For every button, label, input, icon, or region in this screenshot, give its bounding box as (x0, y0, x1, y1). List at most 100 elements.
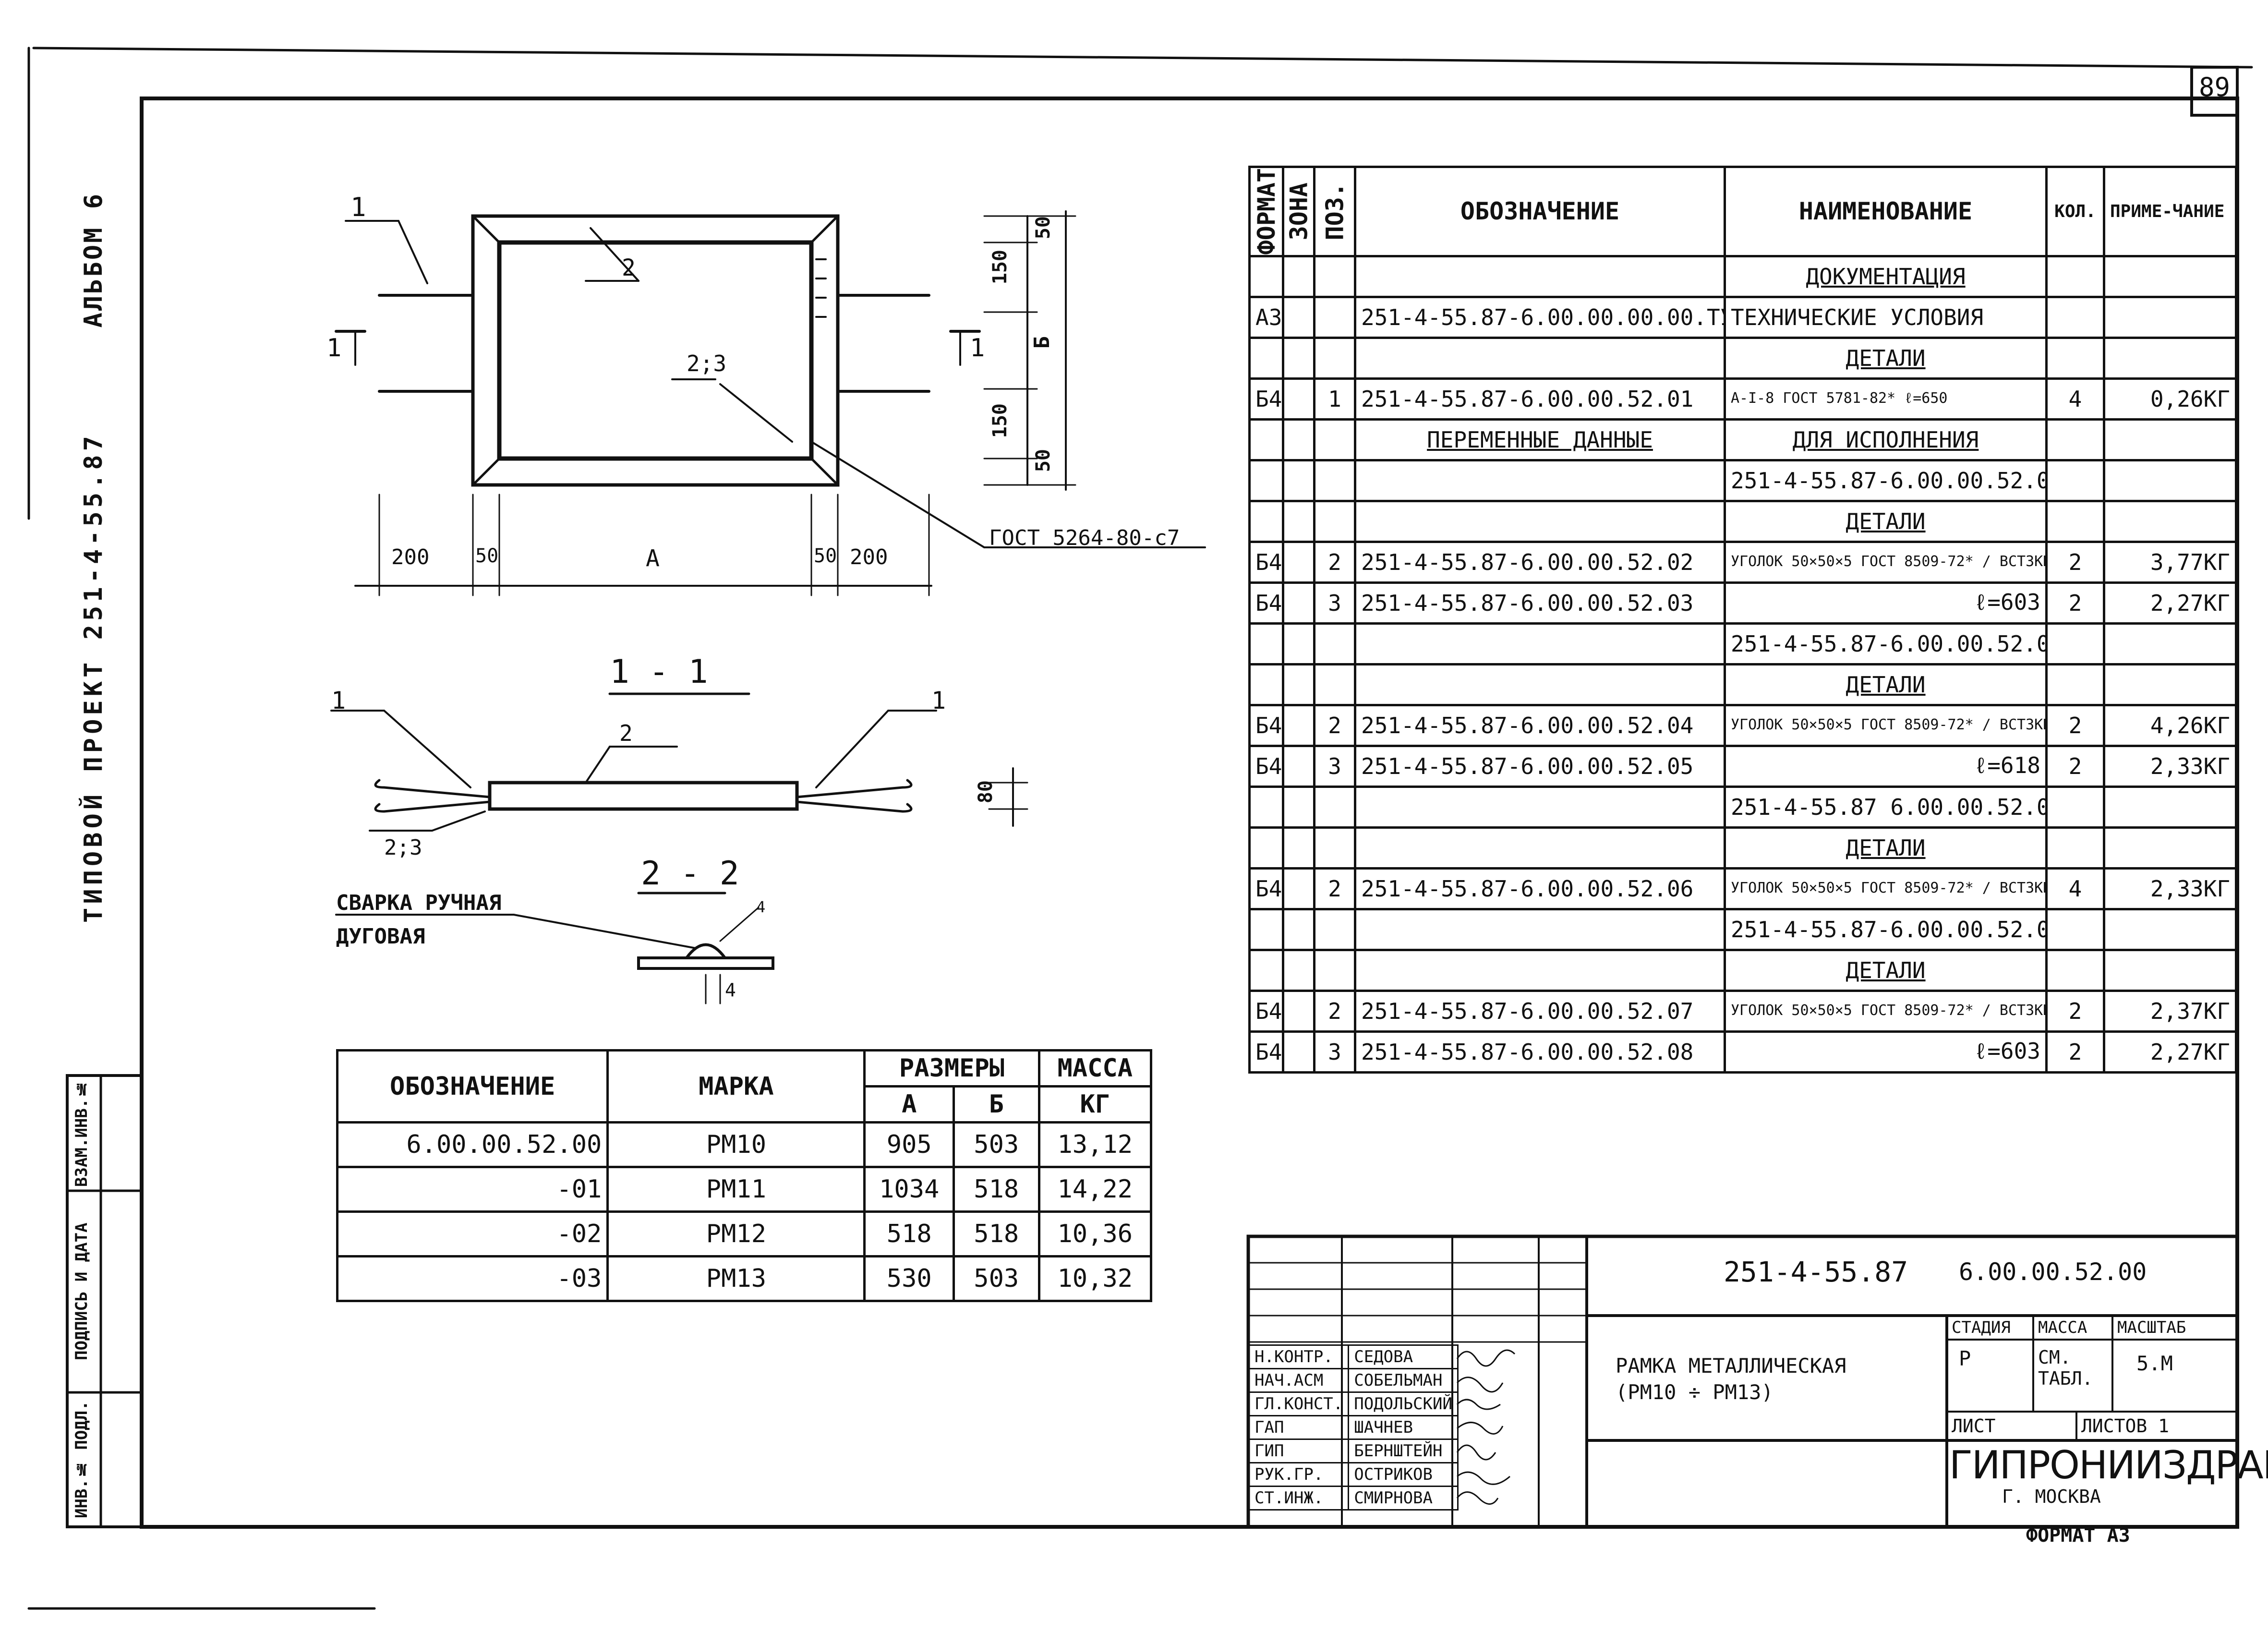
mark-size-b: 503 (952, 1121, 1040, 1168)
mark-code: РМ12 (606, 1210, 866, 1257)
spec-designation: 251-4-55.87-6.00.00.52.04 (1354, 703, 1726, 747)
spec-pos (1313, 295, 1356, 339)
spec-format (1248, 826, 1284, 870)
approval-name: БЕРНШТЕЙН (1348, 1438, 1459, 1463)
mark-size-b: 518 (952, 1210, 1040, 1257)
title-line-1: РАМКА МЕТАЛЛИЧЕСКАЯ (1616, 1354, 1846, 1378)
spec-header-name: НАИМЕНОВАНИЕ (1724, 166, 2048, 257)
spec-designation: 251-4-55.87-6.00.00.52.02 (1354, 540, 1726, 584)
weld-note-2: ДУГОВАЯ (336, 924, 425, 949)
specification-table: ФОРМАТ ЗОНА ПОЗ. ОБОЗНАЧЕНИЕ НАИМЕНОВАНИ… (1248, 166, 2237, 1074)
sheet-number: 89 (2199, 72, 2231, 102)
table-row: РУК.ГР.ОСТРИКОВ (1248, 1462, 1459, 1487)
project-label: ТИПОВОЙ ПРОЕКТ 251-4-55.87 (79, 432, 108, 923)
spec-qty (2045, 907, 2105, 951)
spec-header-note: ПРИМЕ-ЧАНИЕ (2103, 166, 2237, 257)
spec-name: ℓ=618 (1724, 744, 2048, 788)
spec-designation: 251-4-55.87-6.00.00.52.07 (1354, 989, 1726, 1033)
spec-name: ℓ=603 (1724, 581, 2048, 625)
spec-format: Б4 (1248, 703, 1284, 747)
table-row: СТ.ИНЖ.СМИРНОВА (1248, 1486, 1459, 1511)
spec-qty: 2 (2045, 744, 2105, 788)
table-row: ДЕТАЛИ (1248, 826, 2237, 870)
approval-role: РУК.ГР. (1248, 1462, 1350, 1487)
mark-size-a: 905 (863, 1121, 955, 1168)
table-row: ГЛ.КОНСТ.ПОДОЛЬСКИЙ (1248, 1391, 1459, 1416)
spec-designation (1354, 785, 1726, 829)
spec-section-heading: ДЕТАЛИ (1724, 826, 2048, 870)
spec-variable-data-label: ПЕРЕМЕННЫЕ ДАННЫЕ (1354, 418, 1726, 461)
spec-designation: 251-4-55.87-6.00.00.52.01 (1354, 377, 1726, 421)
mark-mass: 10,36 (1037, 1210, 1153, 1257)
approval-role: ГАП (1248, 1415, 1350, 1440)
spec-qty (2045, 418, 2105, 461)
spec-note (2103, 663, 2237, 706)
spec-format: Б4 (1248, 744, 1284, 788)
spec-zone (1282, 622, 1315, 665)
table-row: 251-4-55.87-6.00.00.52.00-01 (1248, 622, 2237, 665)
spec-name: А-I-8 ГОСТ 5781-82* ℓ=650 (1724, 377, 2048, 421)
spec-pos (1313, 663, 1356, 706)
marks-table: ОБОЗНАЧЕНИЕ МАРКА РАЗМЕРЫ МАССА А Б КГ 6… (336, 1049, 1153, 1302)
spec-designation (1354, 622, 1726, 665)
mark-mass: 13,12 (1037, 1121, 1153, 1168)
section-1-title: 1 - 1 (610, 653, 708, 691)
spec-zone (1282, 867, 1315, 910)
spec-pos: 1 (1313, 377, 1356, 421)
table-row: ДЕТАЛИ (1248, 948, 2237, 992)
spec-qty (2045, 499, 2105, 543)
spec-format (1248, 907, 1284, 951)
spec-qty (2045, 785, 2105, 829)
spec-format: А3 (1248, 295, 1284, 339)
spec-note: 2,27КГ (2103, 581, 2237, 625)
marks-header-sizes: РАЗМЕРЫ (863, 1049, 1040, 1088)
spec-pos (1313, 418, 1356, 461)
strip-cell-signature: ПОДПИСЬ И ДАТА (72, 1222, 91, 1361)
spec-note (2103, 254, 2237, 298)
spec-name: ℓ=603 (1724, 1030, 2048, 1074)
spec-format (1248, 622, 1284, 665)
spec-qty: 4 (2045, 377, 2105, 421)
spec-zone (1282, 826, 1315, 870)
spec-pos (1313, 499, 1356, 543)
spec-note (2103, 459, 2237, 502)
spec-designation (1354, 663, 1726, 706)
spec-section-heading: ДЕТАЛИ (1724, 948, 2048, 992)
album-label: АЛЬБОМ 6 (79, 192, 108, 328)
approval-name: ОСТРИКОВ (1348, 1462, 1459, 1487)
approval-name: СЕДОВА (1348, 1344, 1459, 1369)
strip-cell-inv: ИНВ.№ ПОДЛ. (72, 1401, 91, 1519)
approval-name: СМИРНОВА (1348, 1486, 1459, 1511)
plan-leader-2: 2 (622, 254, 636, 281)
spec-header-zone: ЗОНА (1283, 167, 1315, 256)
spec-zone (1282, 989, 1315, 1033)
spec-format (1248, 785, 1284, 829)
section-1-leader-1-right: 1 (931, 687, 946, 714)
marks-header-designation: ОБОЗНАЧЕНИЕ (336, 1049, 609, 1124)
spec-variant-code: 251-4-55.87-6.00.00.52.00-01 (1724, 622, 2048, 665)
marks-header-mark: МАРКА (606, 1049, 866, 1124)
dim-bottom-50-left: 50 (475, 545, 499, 567)
spec-note (2103, 826, 2237, 870)
title-line-2: (РМ10 ÷ РМ13) (1616, 1380, 1773, 1404)
plan-leader-23: 2;3 (687, 351, 727, 376)
spec-pos (1313, 907, 1356, 951)
spec-qty (2045, 826, 2105, 870)
mark-designation: 6.00.00.52.00 (336, 1121, 609, 1168)
spec-zone (1282, 1030, 1315, 1074)
mark-designation: -01 (336, 1166, 609, 1213)
spec-qty (2045, 336, 2105, 380)
section-1-leader-23: 2;3 (384, 835, 422, 860)
table-row: Н.КОНТР.СЕДОВА (1248, 1344, 1459, 1369)
scale-label: МАСШТАБ (2117, 1318, 2186, 1337)
spec-note (2103, 336, 2237, 380)
spec-format: Б4 (1248, 377, 1284, 421)
spec-name: УГОЛОК 50×50×5 ГОСТ 8509-72* / ВСТ3КП2 Г… (1724, 540, 2048, 584)
spec-qty: 2 (2045, 540, 2105, 584)
